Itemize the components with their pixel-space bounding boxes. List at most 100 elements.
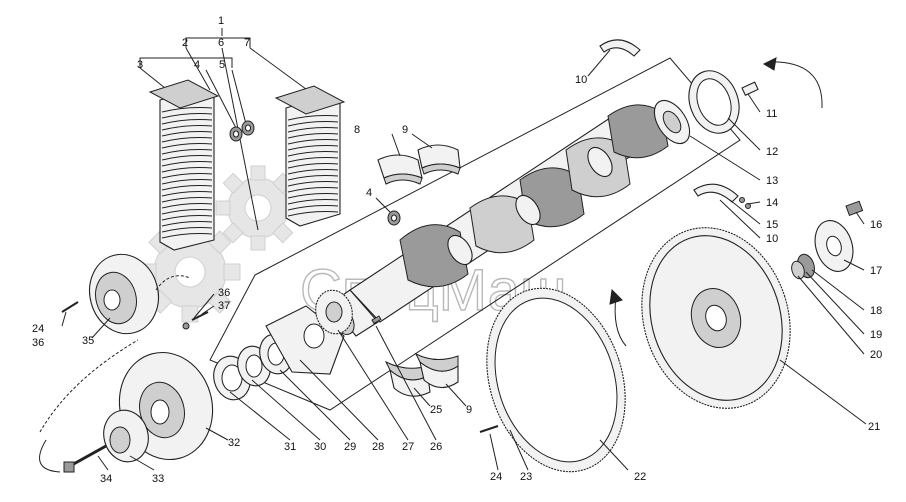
shell-stripe — [161, 161, 213, 167]
callout-9-lower: 9 — [466, 404, 472, 416]
callout-11: 11 — [766, 108, 777, 120]
callout-32: 32 — [228, 437, 240, 449]
shell-stripe — [287, 157, 339, 163]
bolts-36-37 — [182, 311, 209, 330]
shell-stripe — [287, 151, 339, 157]
callout-19: 19 — [870, 329, 882, 341]
callout-22: 22 — [634, 471, 646, 483]
shell-stripe — [287, 175, 339, 181]
connecting-rod-shell-stack — [274, 85, 346, 227]
callout-16: 16 — [870, 219, 882, 231]
callout-13: 13 — [766, 175, 778, 187]
damper-pulley-32 — [118, 351, 214, 461]
leader-lines — [61, 49, 867, 471]
shell-stripe — [161, 113, 213, 119]
shell-stripe — [161, 203, 213, 209]
callout-4-lower: 4 — [366, 187, 372, 199]
shell-stripe — [161, 185, 213, 191]
callout-6: 6 — [218, 37, 224, 49]
shell-stripe — [161, 227, 213, 233]
shell-stripe — [287, 133, 339, 139]
nut-part-5 — [241, 120, 255, 136]
callout-12: 12 — [766, 146, 778, 158]
callout-14: 14 — [766, 197, 778, 209]
callout-10: 10 — [575, 74, 587, 86]
callout-24-left: 24 — [32, 323, 44, 335]
callout-7: 7 — [244, 37, 250, 49]
bearing-half-9-lower — [414, 352, 459, 389]
pulley-35 — [89, 253, 159, 335]
bearing-half-25 — [384, 360, 431, 397]
timing-gear-27 — [315, 289, 353, 335]
callout-20: 20 — [870, 349, 882, 361]
pilot-bearing-18-20 — [791, 253, 815, 280]
bearing-half-8 — [377, 154, 423, 185]
callout-5: 5 — [219, 59, 225, 71]
callout-15: 15 — [766, 219, 778, 231]
shell-stripe — [161, 197, 213, 203]
shell-stripe — [161, 149, 213, 155]
thrust-half-ring-15 — [693, 183, 739, 203]
flywheel-21 — [641, 227, 791, 409]
nut-part-4 — [229, 126, 243, 142]
callout-33: 33 — [152, 473, 164, 485]
shell-stripe — [287, 187, 339, 193]
shell-stripe — [161, 221, 213, 227]
callout-36-left: 36 — [32, 337, 44, 349]
callout-27: 27 — [402, 441, 414, 453]
bolt-34 — [63, 444, 107, 473]
flywheel-bolt-16 — [845, 200, 864, 217]
shell-stripe — [161, 137, 213, 143]
bolt-24-left — [61, 301, 79, 313]
shell-stripe — [161, 125, 213, 131]
rotation-arrows — [39, 57, 823, 473]
shell-stripe — [161, 107, 213, 113]
shell-stripe — [161, 143, 213, 149]
shell-stripe — [287, 127, 339, 133]
shell-stripe — [161, 191, 213, 197]
shell-stripe — [287, 205, 339, 211]
shell-stripe — [161, 179, 213, 185]
crankshaft — [329, 99, 691, 337]
callout-34: 34 — [100, 473, 112, 485]
shell-stripe — [287, 121, 339, 127]
shell-stripe — [287, 139, 339, 145]
shell-stripe — [287, 145, 339, 151]
nut-part-4-lower — [387, 210, 401, 226]
callout-35: 35 — [82, 335, 94, 347]
shell-stripe — [287, 115, 339, 121]
callout-labels: 1 2 6 7 3 4 5 10 8 9 11 12 4 13 14 15 10… — [32, 15, 882, 485]
callout-17: 17 — [870, 265, 882, 277]
callout-28: 28 — [372, 441, 384, 453]
shell-stripe — [161, 119, 213, 125]
shell-stripe — [161, 215, 213, 221]
shell-stripe — [287, 199, 339, 205]
callout-21: 21 — [868, 421, 880, 433]
shell-stripe — [161, 167, 213, 173]
callout-24-lower: 24 — [490, 471, 502, 483]
callout-26: 26 — [430, 441, 442, 453]
thrust-half-ring-10 — [599, 39, 641, 57]
callout-2: 2 — [182, 37, 188, 49]
callout-31: 31 — [284, 441, 296, 453]
callout-23: 23 — [520, 471, 532, 483]
shell-stripe — [287, 181, 339, 187]
callout-8: 8 — [354, 124, 360, 136]
callout-36-upper: 36 — [218, 287, 230, 299]
callout-18: 18 — [870, 305, 882, 317]
shell-stripe — [287, 163, 339, 169]
callout-1: 1 — [218, 15, 224, 27]
shell-stripe — [287, 211, 339, 217]
shell-stripe — [161, 173, 213, 179]
callout-30: 30 — [314, 441, 326, 453]
shell-stripe — [287, 169, 339, 175]
main-bearing-shell-stack — [148, 79, 220, 251]
assembly-outline-frame — [209, 57, 741, 411]
callout-4: 4 — [194, 59, 200, 71]
hub-33 — [103, 409, 149, 463]
flywheel-flange-17 — [814, 220, 854, 272]
callout-3: 3 — [137, 59, 143, 71]
key-26 — [371, 315, 382, 325]
